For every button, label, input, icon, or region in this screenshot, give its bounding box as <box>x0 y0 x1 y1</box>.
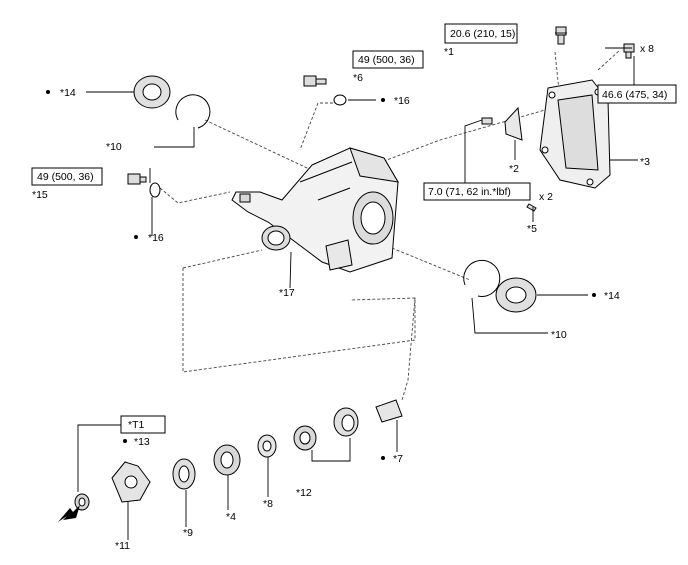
tool-label: *T1 <box>128 419 145 431</box>
washer-part <box>257 434 277 458</box>
oil-seal-right <box>495 277 537 313</box>
torque-spec-6: 49 (500, 36) <box>352 50 424 69</box>
callout-16-upper: *16 <box>394 95 410 107</box>
leader-lines <box>77 32 638 540</box>
tool-box: *T1 <box>120 415 166 434</box>
bullets <box>46 90 596 460</box>
callout-6: *6 <box>353 72 363 84</box>
callout-13: *13 <box>134 436 150 448</box>
torque-spec-3-text: 46.6 (475, 34) <box>602 89 667 101</box>
callout-14-upper: *14 <box>60 87 76 99</box>
differential-cover <box>539 79 611 189</box>
bearing-cup <box>333 407 359 437</box>
callout-15: *15 <box>32 189 48 201</box>
callout-2: *2 <box>509 163 519 175</box>
callout-1: *1 <box>444 46 454 58</box>
bearing-cone <box>293 425 317 451</box>
torque-spec-15: 49 (500, 36) <box>31 167 103 186</box>
gasket-lower <box>149 182 161 198</box>
callout-10-lower: *10 <box>551 329 567 341</box>
outer-bearing <box>213 444 241 476</box>
front-oil-seal <box>172 458 196 490</box>
callout-8: *8 <box>263 498 273 510</box>
arrow-icon <box>58 505 80 522</box>
callout-11: *11 <box>115 540 130 552</box>
differential-carrier <box>231 147 399 273</box>
torque-spec-1: 20.6 (210, 15) <box>444 23 518 44</box>
callout-4: *4 <box>226 511 236 523</box>
spacer-part <box>375 399 403 423</box>
gasket-upper <box>333 94 347 106</box>
cover-bolt <box>623 43 635 59</box>
breather-plug <box>555 26 567 45</box>
torque-spec-15-text: 49 (500, 36) <box>37 171 94 183</box>
callout-16-lower: *16 <box>148 232 164 244</box>
pin-part <box>526 203 537 212</box>
callout-10-upper: *10 <box>106 141 122 153</box>
callout-3: *3 <box>640 156 650 168</box>
snap-ring-right <box>463 259 501 297</box>
companion-flange <box>111 461 151 503</box>
gasket-part <box>504 106 523 141</box>
torque-spec-2: 7.0 (71, 62 in.*lbf) <box>423 182 531 201</box>
quantity-pins: x 2 <box>539 191 553 203</box>
torque-spec-2-text: 7.0 (71, 62 in.*lbf) <box>428 186 511 198</box>
quantity-bolts: x 8 <box>640 43 654 55</box>
callout-14-lower: *14 <box>604 290 620 302</box>
snap-ring-left <box>175 94 211 129</box>
callout-5: *5 <box>527 223 537 235</box>
torque-spec-6-text: 49 (500, 36) <box>358 54 415 66</box>
oil-seal-left <box>133 75 171 109</box>
callout-7: *7 <box>393 453 403 465</box>
torque-spec-1-text: 20.6 (210, 15) <box>450 28 515 40</box>
callout-9: *9 <box>183 527 193 539</box>
drain-plug <box>127 173 147 185</box>
callout-17: *17 <box>279 287 295 299</box>
filler-plug <box>303 75 327 87</box>
callout-12: *12 <box>296 487 312 499</box>
nut-part <box>74 493 90 511</box>
torque-spec-3: 46.6 (475, 34) <box>597 84 677 104</box>
cover-small-bolt <box>481 117 493 125</box>
